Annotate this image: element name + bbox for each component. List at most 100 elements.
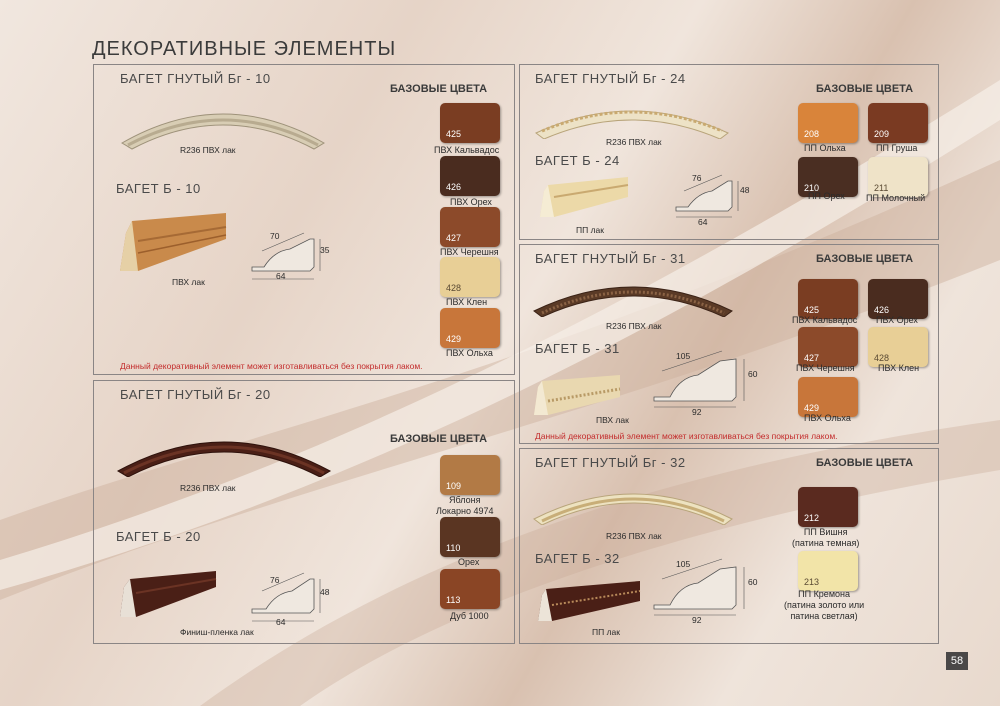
bg20-dim-a: 76 bbox=[270, 575, 280, 585]
bg32-swatch-1: 213 bbox=[798, 551, 858, 591]
panel-bg24: БАГЕТ ГНУТЫЙ Бг - 24 БАЗОВЫЕ ЦВЕТА R236 … bbox=[519, 64, 939, 240]
bg10-straight-baguette-image bbox=[120, 213, 227, 271]
bg20-swatch-1: 110 bbox=[440, 517, 500, 557]
bg31-swatch-2-label: ПВХ Черешня bbox=[796, 363, 855, 373]
bg24-swatch-1-label: ПП Груша bbox=[876, 143, 918, 153]
bg10-dim-c: 64 bbox=[276, 271, 286, 281]
bg20-profile-drawing bbox=[251, 572, 321, 622]
bg20-swatch-0-label: Яблоня Локарно 4974 bbox=[436, 495, 494, 516]
bg10-swatch-3: 428 bbox=[440, 257, 500, 297]
page-title: ДЕКОРАТИВНЫЕ ЭЛЕМЕНТЫ bbox=[92, 38, 397, 60]
bg20-swatch-0-code: 109 bbox=[446, 481, 462, 491]
bg32-profile-drawing bbox=[653, 558, 745, 616]
bg32-title: БАГЕТ ГНУТЫЙ Бг - 32 bbox=[535, 455, 686, 470]
bg31-swatch-2-code: 427 bbox=[804, 353, 820, 363]
bg31-swatch-0-code: 425 bbox=[804, 305, 820, 315]
bg20-base-colors-title: БАЗОВЫЕ ЦВЕТА bbox=[390, 433, 488, 445]
panel-bg10: БАГЕТ ГНУТЫЙ Бг - 10 БАЗОВЫЕ ЦВЕТА R236 … bbox=[93, 64, 515, 375]
bg32-bent-caption: R236 ПВХ лак bbox=[606, 531, 662, 541]
bg10-bent-caption: R236 ПВХ лак bbox=[180, 145, 236, 155]
bg20-bent-baguette-image bbox=[116, 441, 332, 477]
bg10-bent-baguette-image bbox=[121, 113, 325, 150]
bg32-straight-title: БАГЕТ Б - 32 bbox=[535, 551, 620, 566]
panel-bg31: БАГЕТ ГНУТЫЙ Бг - 31 БАЗОВЫЕ ЦВЕТА R236 … bbox=[519, 244, 939, 444]
bg31-swatch-3-code: 428 bbox=[874, 353, 890, 363]
bg31-dim-b: 60 bbox=[748, 369, 758, 379]
bg31-swatch-1-label: ПВХ Орех bbox=[876, 315, 918, 325]
page-number: 58 bbox=[946, 652, 968, 670]
bg32-dim-b: 60 bbox=[748, 577, 758, 587]
bg20-dim-c: 64 bbox=[276, 617, 286, 627]
bg20-straight-baguette-image bbox=[120, 571, 217, 617]
bg10-dim-b: 35 bbox=[320, 245, 330, 255]
bg24-straight-title: БАГЕТ Б - 24 bbox=[535, 153, 620, 168]
bg20-straight-caption: Финиш-пленка лак bbox=[180, 627, 254, 637]
bg10-straight-caption: ПВХ лак bbox=[172, 277, 205, 287]
bg24-swatch-3-label: ПП Молочный bbox=[866, 193, 926, 203]
bg32-base-colors-title: БАЗОВЫЕ ЦВЕТА bbox=[816, 457, 914, 469]
bg31-dim-a: 105 bbox=[676, 351, 691, 361]
bg31-note: Данный декоративный элемент может изгота… bbox=[535, 431, 838, 441]
panel-bg32: БАГЕТ ГНУТЫЙ Бг - 32 БАЗОВЫЕ ЦВЕТА R236 … bbox=[519, 448, 939, 644]
bg31-straight-title: БАГЕТ Б - 31 bbox=[535, 341, 620, 356]
bg32-bent-baguette-image bbox=[533, 493, 733, 525]
bg31-swatch-0: 425 bbox=[798, 279, 858, 319]
bg24-swatch-2-code: 210 bbox=[804, 183, 820, 193]
bg24-dim-c: 64 bbox=[698, 217, 708, 227]
bg10-swatch-4-code: 429 bbox=[446, 334, 462, 344]
bg31-straight-caption: ПВХ лак bbox=[596, 415, 629, 425]
bg10-swatch-1: 426 bbox=[440, 156, 500, 196]
bg31-straight-baguette-image bbox=[534, 375, 621, 415]
bg24-swatch-0-label: ПП Ольха bbox=[804, 143, 846, 153]
bg24-swatch-2-label: ПП Орех bbox=[808, 191, 845, 201]
bg31-swatch-0-label: ПВХ Кальвадос bbox=[792, 315, 858, 325]
bg24-dim-b: 48 bbox=[740, 185, 750, 195]
bg24-swatch-3: 211 bbox=[868, 157, 928, 197]
bg10-dim-a: 70 bbox=[270, 231, 280, 241]
bg10-base-colors-title: БАЗОВЫЕ ЦВЕТА bbox=[390, 83, 488, 95]
bg31-swatch-1-code: 426 bbox=[874, 305, 890, 315]
bg24-straight-baguette-image bbox=[540, 177, 629, 217]
bg20-dim-b: 48 bbox=[320, 587, 330, 597]
bg24-swatch-1-code: 209 bbox=[874, 129, 890, 139]
bg32-swatch-0-code: 212 bbox=[804, 513, 820, 523]
bg31-swatch-4-code: 429 bbox=[804, 403, 820, 413]
bg31-swatch-4: 429 bbox=[798, 377, 858, 417]
bg10-note: Данный декоративный элемент может изгота… bbox=[120, 361, 423, 371]
bg10-swatch-2-code: 427 bbox=[446, 233, 462, 243]
bg32-swatch-0-label: ПП Вишня (патина темная) bbox=[792, 527, 860, 548]
bg20-bent-caption: R236 ПВХ лак bbox=[180, 483, 236, 493]
bg10-swatch-0: 425 bbox=[440, 103, 500, 143]
bg32-swatch-1-label: ПП Кремона (патина золото или патина све… bbox=[784, 589, 865, 621]
bg10-swatch-4: 429 bbox=[440, 308, 500, 348]
bg10-profile-drawing bbox=[251, 232, 321, 280]
bg31-swatch-2: 427 bbox=[798, 327, 858, 367]
bg32-swatch-0: 212 bbox=[798, 487, 858, 527]
bg31-profile-drawing bbox=[653, 350, 745, 408]
bg32-dim-c: 92 bbox=[692, 615, 702, 625]
bg10-swatch-4-label: ПВХ Ольха bbox=[446, 348, 493, 358]
bg10-swatch-3-label: ПВХ Клен bbox=[446, 297, 488, 307]
bg32-straight-caption: ПП лак bbox=[592, 627, 620, 637]
bg31-bent-baguette-image bbox=[533, 286, 733, 317]
bg20-swatch-1-code: 110 bbox=[446, 543, 461, 553]
bg31-base-colors-title: БАЗОВЫЕ ЦВЕТА bbox=[816, 253, 914, 265]
bg24-title: БАГЕТ ГНУТЫЙ Бг - 24 bbox=[535, 71, 686, 86]
bg32-dim-a: 105 bbox=[676, 559, 691, 569]
bg32-swatch-1-code: 213 bbox=[804, 577, 820, 587]
bg20-swatch-2-label: Дуб 1000 bbox=[450, 611, 489, 621]
bg24-dim-a: 76 bbox=[692, 173, 702, 183]
bg10-swatch-0-code: 425 bbox=[446, 129, 462, 139]
bg20-swatch-1-label: Орех bbox=[458, 557, 480, 567]
bg20-title: БАГЕТ ГНУТЫЙ Бг - 20 bbox=[120, 387, 271, 402]
bg24-bent-caption: R236 ПВХ лак bbox=[606, 137, 662, 147]
bg24-straight-caption: ПП лак bbox=[576, 225, 604, 235]
panel-bg20: БАГЕТ ГНУТЫЙ Бг - 20 БАЗОВЫЕ ЦВЕТА R236 … bbox=[93, 380, 515, 644]
bg20-swatch-2-code: 113 bbox=[446, 595, 461, 605]
bg32-straight-baguette-image bbox=[538, 581, 641, 621]
bg24-swatch-3-code: 211 bbox=[874, 183, 889, 193]
bg31-title: БАГЕТ ГНУТЫЙ Бг - 31 bbox=[535, 251, 686, 266]
bg24-bent-baguette-image bbox=[535, 110, 729, 139]
bg31-swatch-1: 426 bbox=[868, 279, 928, 319]
bg24-swatch-1: 209 bbox=[868, 103, 928, 143]
